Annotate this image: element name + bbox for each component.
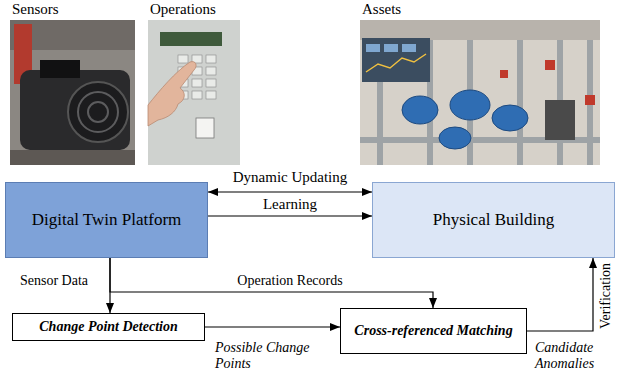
edge-label: Sensor Data: [20, 273, 88, 289]
photo-caption: Sensors: [12, 1, 59, 18]
photo-part-part: [178, 55, 188, 63]
operation-photo-part: [148, 20, 240, 165]
edge-label: Dynamic Updating: [233, 169, 348, 186]
edge-label: Learning: [263, 196, 317, 213]
box-text: Change Point Detection: [39, 319, 177, 335]
asset-photo-part: [384, 44, 398, 52]
edge-label: Verification: [598, 263, 614, 329]
operation-photo-part: [160, 32, 222, 46]
flow-arrow: [527, 258, 593, 331]
process-box: Cross-referenced Matching: [340, 308, 527, 354]
photo-part-part: [192, 91, 202, 99]
photo-part-part: [439, 127, 471, 149]
photo-part-part: [206, 67, 216, 75]
sensor-photo-part: [40, 60, 80, 78]
photo-caption: Operations: [150, 1, 216, 18]
asset-photo-part: [362, 38, 430, 82]
box-text: Digital Twin Platform: [32, 210, 182, 230]
photo-part-part: [517, 40, 523, 165]
photo-part-part: [206, 55, 216, 63]
photo-part-part: [450, 90, 490, 120]
flow-arrow: [208, 191, 372, 192]
asset-photo-part: [366, 54, 426, 72]
asset-photo-part: [402, 44, 416, 52]
box-text: Cross-referenced Matching: [354, 323, 512, 339]
sensor-photo: [10, 20, 135, 165]
flow-arrow: [208, 215, 372, 216]
sensor-photo-part: [10, 20, 135, 165]
building-box: Physical Building: [372, 182, 615, 258]
asset-photo-part: [545, 100, 575, 140]
photo-part-part: [206, 79, 216, 87]
photo-part-part: [206, 91, 216, 99]
sensor-photo-part: [10, 150, 135, 165]
flow-arrow: [205, 326, 340, 327]
photo-part-part: [492, 105, 528, 131]
sensor-photo-part: [68, 82, 128, 142]
asset-photo-part: [360, 20, 600, 40]
box-text: Physical Building: [433, 210, 554, 230]
photo-part-part: [192, 79, 202, 87]
edge-label: Operation Records: [237, 273, 342, 289]
process-box: Change Point Detection: [12, 313, 205, 341]
output-label: Candidate Anomalies: [535, 340, 615, 372]
asset-photo-part: [366, 44, 380, 52]
flow-arrow: [110, 258, 433, 308]
operation-photo-part: [196, 118, 214, 138]
photo-part-part: [500, 70, 508, 78]
photo-caption: Assets: [362, 1, 401, 18]
photo-part: [402, 90, 528, 149]
operation-photo-part: [148, 62, 196, 126]
edge-label: Possible Change Points: [215, 340, 325, 372]
platform-box: Digital Twin Platform: [5, 182, 208, 258]
asset-photo-part: [360, 20, 600, 165]
photo-part-part: [402, 96, 438, 124]
operation-photo: [148, 20, 240, 165]
sensor-photo-part: [88, 102, 108, 122]
photo-part: [500, 60, 595, 105]
photo-part-part: [545, 60, 555, 70]
photo-part-part: [585, 95, 595, 105]
asset-photo: [360, 20, 600, 165]
sensor-photo-part: [20, 70, 130, 150]
sensor-photo-part: [78, 92, 118, 132]
